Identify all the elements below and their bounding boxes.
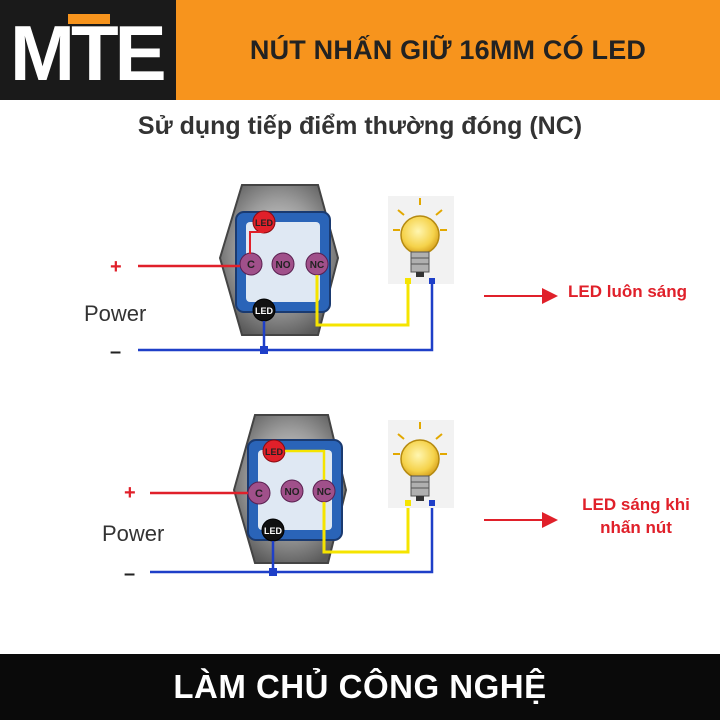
wire-negative [150,504,434,574]
terminal-nc-label: NC [310,260,324,271]
power-plus-label: + [124,482,136,504]
bulb-terminal-2 [429,278,435,284]
mte-logo-icon: MTE [10,10,168,90]
wire-junction [269,568,277,576]
power-minus-label: – [110,341,121,363]
wire-signal [315,275,410,327]
wire-led-jumper [249,231,264,254]
power-plus-label: + [110,256,122,278]
power-minus-label: – [124,563,135,585]
page-title: NÚT NHẤN GIỮ 16MM CÓ LED [249,34,647,65]
logo-accent-bar [68,14,110,24]
terminal-led-label: LED [265,447,284,457]
result-text-2-line2: nhấn nút [600,518,672,537]
bulb-terminal-1 [405,500,411,506]
wiring-diagram: LED C NO NC LED [84,184,690,585]
wire-negative [138,282,434,352]
light-bulb-2-icon [388,420,454,508]
power-label: Power [84,301,146,326]
header-banner: MTE NÚT NHẤN GIỮ 16MM CÓ LED [0,0,720,100]
result-text-2-line1: LED sáng khi [582,495,690,514]
diagram-1: LED C NO NC LED [84,184,687,363]
logo: MTE [0,0,176,100]
footer-banner: LÀM CHỦ CÔNG NGHỆ [0,654,720,720]
power-label: Power [102,521,164,546]
footer-slogan: LÀM CHỦ CÔNG NGHỆ [173,668,547,705]
wire-signal [322,502,410,554]
terminal-led-neg-label: LED [264,526,283,536]
diagram-2: LED C NO NC LED [102,414,690,585]
terminal-no [271,252,295,276]
terminal-no [280,479,304,503]
terminal-no-label: NO [276,260,291,271]
terminal-no-label: NO [285,487,300,498]
bulb-terminal-1 [405,278,411,284]
terminal-c-label: C [247,259,255,271]
result-text-1: LED luôn sáng [568,282,687,301]
diagram-subtitle: Sử dụng tiếp điểm thường đóng (NC) [137,112,583,140]
terminal-led-label: LED [255,218,274,228]
switch-2: LED C NO NC LED [232,414,348,564]
light-bulb-1-icon [388,196,454,284]
wire-led-jumper [285,449,326,480]
bulb-terminal-2 [429,500,435,506]
terminal-nc-label: NC [317,487,331,498]
switch-1: LED C NO NC LED [218,184,340,336]
wire-junction [260,346,268,354]
terminal-led-neg-label: LED [255,306,274,316]
terminal-c-label: C [255,488,263,500]
